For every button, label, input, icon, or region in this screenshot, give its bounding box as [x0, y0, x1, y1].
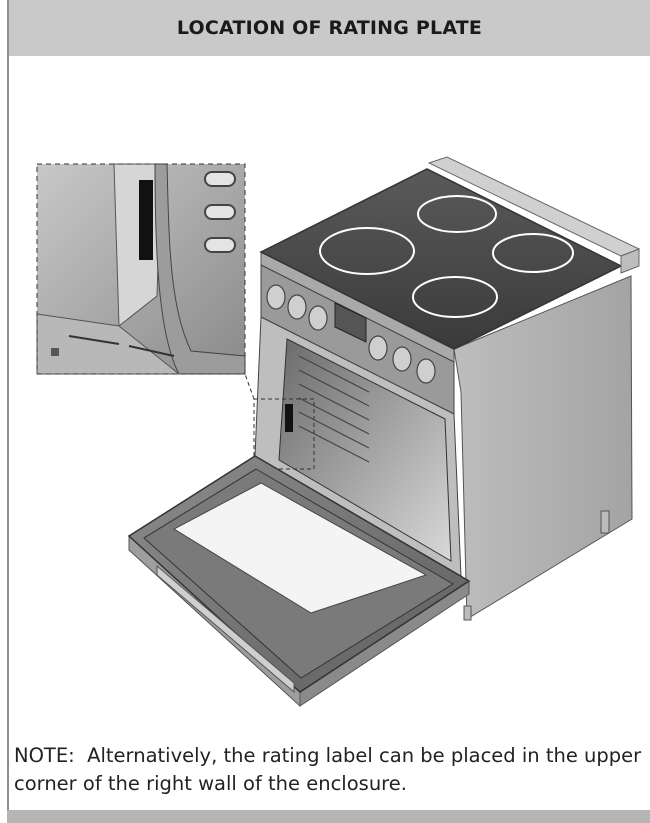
- control-display: [334, 302, 367, 343]
- oven-door-glass: [172, 482, 428, 614]
- note-text: Alternatively, the rating label can be p…: [14, 744, 642, 795]
- knobs-left: [266, 284, 328, 331]
- note-label: NOTE:: [14, 744, 75, 767]
- oven-cavity: [278, 338, 452, 562]
- burner-front-left: [319, 227, 415, 275]
- section-footer-bar: [7, 810, 650, 823]
- knobs-right: [368, 335, 436, 384]
- inset-rating-plate: [139, 180, 153, 260]
- side-trim: [620, 248, 640, 274]
- burner-rear-right: [492, 233, 574, 273]
- left-margin-rule: [7, 0, 9, 810]
- range-foot-front: [463, 605, 472, 621]
- range-side-panel: [453, 275, 633, 620]
- oven-racks: [298, 355, 370, 463]
- burner-front-right: [412, 276, 498, 318]
- section-header: LOCATION OF RATING PLATE: [9, 0, 650, 56]
- oven-door-handle: [156, 564, 295, 694]
- rating-plate-location: [285, 404, 293, 432]
- section-title: LOCATION OF RATING PLATE: [176, 17, 483, 39]
- note-paragraph: NOTE: Alternatively, the rating label ca…: [14, 742, 644, 798]
- range-oven-illustration: [36, 156, 641, 708]
- burner-rear-left: [417, 195, 497, 233]
- range-foot-right: [600, 510, 610, 534]
- rating-plate-callout-box: [253, 398, 315, 470]
- rating-plate-detail-inset: [36, 163, 246, 375]
- callout-leader-top: [244, 373, 255, 400]
